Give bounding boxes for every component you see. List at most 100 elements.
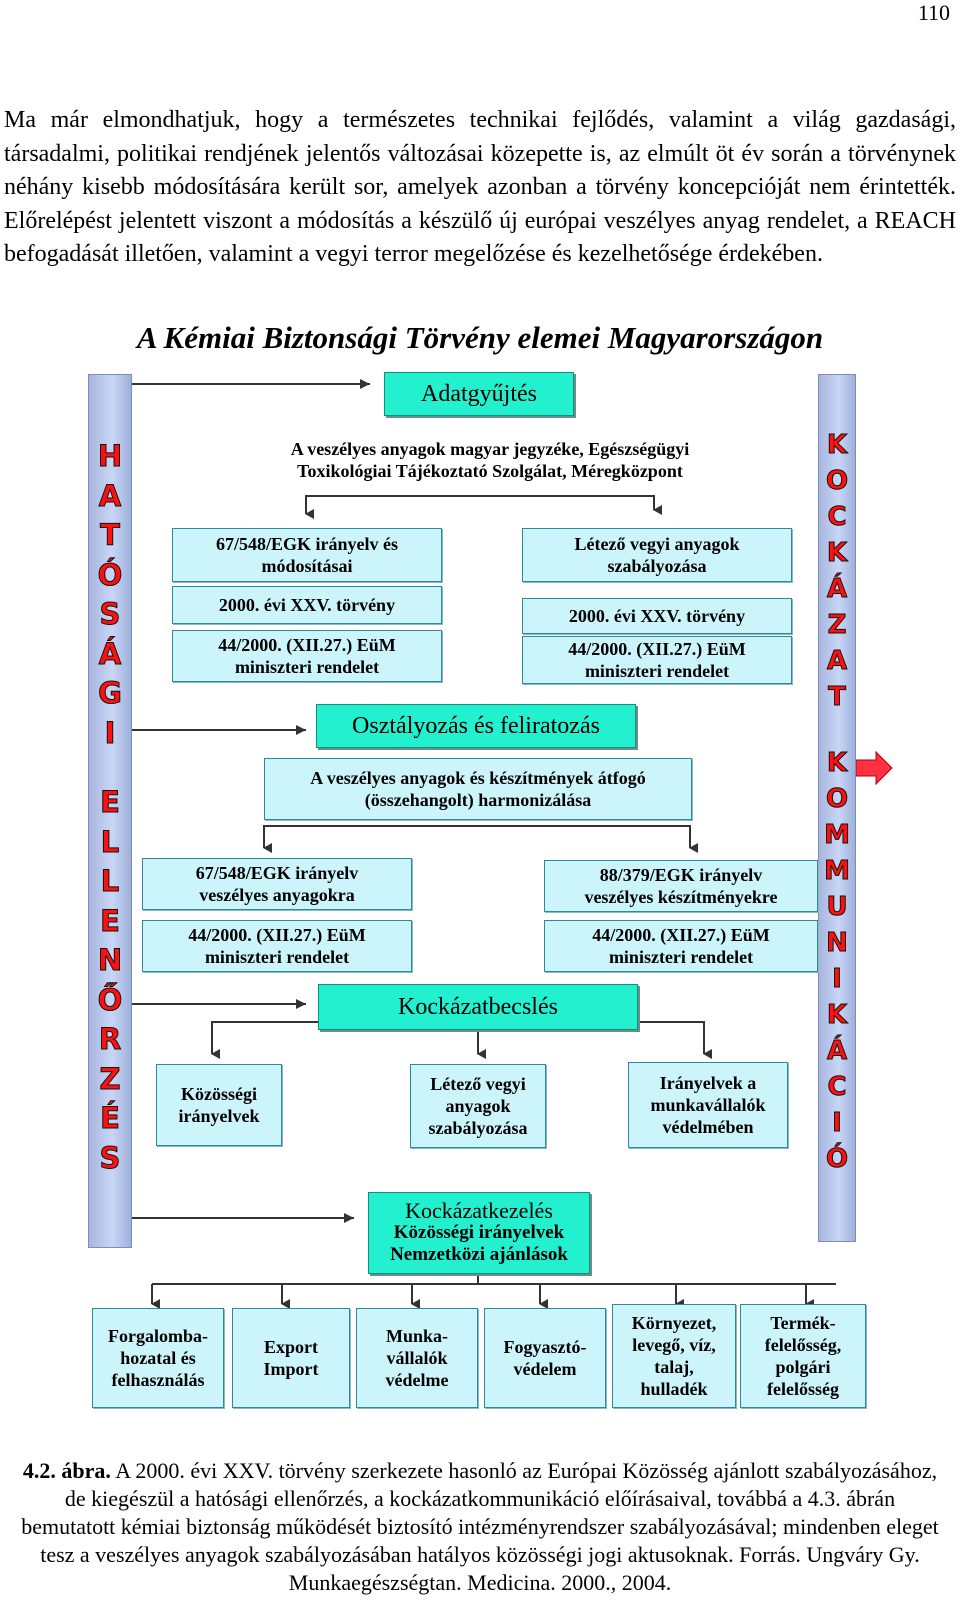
box-line: (összehangolt) harmonizálása — [364, 790, 592, 810]
diagram-title: A Kémiai Biztonsági Törvény elemei Magya… — [136, 320, 824, 355]
box-line: hulladék — [640, 1379, 708, 1399]
box-line: 44/2000. (XII.27.) EüM — [218, 635, 396, 655]
side-letter: M — [824, 856, 851, 887]
side-letter: E — [100, 785, 121, 820]
side-letter: T — [100, 518, 121, 553]
box-line: Export — [264, 1337, 318, 1357]
box-line: Fogyasztó- — [503, 1337, 587, 1357]
adat-left-decree: 44/2000. (XII.27.) EüM miniszteri rendel… — [172, 630, 442, 682]
authority-control-letters: H A T Ó S Á G I E L L E N Ő R Z É S — [89, 437, 131, 1178]
side-letter: E — [100, 903, 121, 938]
adatgyujtes-subtitle-line: A veszélyes anyagok magyar jegyzéke, Egé… — [290, 439, 690, 459]
side-letter: Á — [98, 636, 122, 671]
side-letter: L — [100, 864, 120, 899]
side-letter: H — [97, 439, 123, 474]
harmonization-box: A veszélyes anyagok és készítmények átfo… — [264, 758, 692, 820]
box-line: miniszteri rendelet — [234, 657, 380, 677]
box-line: munkavállalók — [650, 1095, 766, 1115]
box-line: szabályozása — [428, 1118, 528, 1138]
side-letter: É — [100, 1101, 121, 1136]
box-line: módosításai — [261, 556, 353, 576]
caption-label: 4.2. ábra. — [22, 1458, 111, 1483]
kockazatkezeles-line: Közösségi irányelvek — [393, 1222, 565, 1243]
kb-worker-directives: Irányelvek a munkavállalók védelmében — [628, 1062, 788, 1148]
box-line: felelősség, — [764, 1335, 842, 1355]
caption-text: A 2000. évi XXV. törvény szerkezete haso… — [21, 1458, 939, 1595]
adatgyujtes-subtitle: A veszélyes anyagok magyar jegyzéke, Egé… — [200, 434, 780, 486]
risk-communication-letters: K O C K Á Z A T K O M M U N I K Á C I Ó — [819, 427, 855, 1177]
adat-right-law: 2000. évi XXV. törvény — [522, 598, 792, 634]
box-line: veszélyes anyagokra — [199, 885, 355, 905]
oszt-right-decree: 44/2000. (XII.27.) EüM miniszteri rendel… — [544, 920, 818, 972]
box-line: miniszteri rendelet — [584, 661, 730, 681]
adat-left-law: 2000. évi XXV. törvény — [172, 586, 442, 624]
side-letter: N — [97, 943, 123, 978]
authority-control-column: H A T Ó S Á G I E L L E N Ő R Z É S — [88, 374, 132, 1248]
side-letter: K — [826, 748, 848, 779]
side-letter: Á — [826, 574, 848, 605]
side-letter: C — [827, 502, 847, 533]
kockazatkezeles-box: Kockázatkezelés Közösségi irányelvek Nem… — [368, 1192, 590, 1274]
box-line: Import — [263, 1359, 319, 1379]
box-line: Létező vegyi anyagok — [574, 534, 740, 554]
side-letter: U — [826, 892, 848, 923]
box-line: 44/2000. (XII.27.) EüM — [592, 925, 770, 945]
osztalyozas-heading: Osztályozás és feliratozás — [316, 704, 636, 748]
box-line: vállalók — [386, 1348, 448, 1368]
box-line: szabályozása — [607, 556, 707, 576]
side-letter: Z — [99, 1061, 121, 1096]
box-line: miniszteri rendelet — [204, 947, 350, 967]
box-line: felhasználás — [111, 1370, 205, 1390]
intro-text: Ma már elmondhatjuk, hogy a természetes … — [4, 107, 956, 267]
side-letter: N — [826, 928, 849, 959]
adat-left-directive: 67/548/EGK irányelv és módosításai — [172, 528, 442, 582]
figure-caption: 4.2. ábra. A 2000. évi XXV. törvény szer… — [20, 1457, 940, 1597]
side-letter: R — [98, 1022, 122, 1057]
adatgyujtes-heading: Adatgyűjtés — [384, 372, 574, 416]
side-letter: Z — [827, 610, 847, 641]
box-line: 44/2000. (XII.27.) EüM — [568, 639, 746, 659]
kockazatkezeles-heading: Kockázatkezelés — [405, 1198, 553, 1223]
oszt-left-decree: 44/2000. (XII.27.) EüM miniszteri rendel… — [142, 920, 412, 972]
box-line: levegő, víz, — [632, 1335, 716, 1355]
box-line: Irányelvek a — [659, 1073, 757, 1093]
side-letter: S — [99, 1140, 121, 1175]
box-line: polgári — [775, 1357, 831, 1377]
side-letter: O — [825, 466, 849, 497]
side-letter: Ó — [825, 1144, 849, 1175]
side-letter: I — [104, 715, 116, 750]
box-line: védelmében — [662, 1117, 754, 1137]
oszt-left-directive: 67/548/EGK irányelv veszélyes anyagokra — [142, 858, 412, 910]
box-line: védelem — [513, 1359, 577, 1379]
box-line: Környezet, — [631, 1313, 717, 1333]
box-line: Munka- — [385, 1326, 448, 1346]
bottom-box-environment: Környezet, levegő, víz, talaj, hulladék — [612, 1304, 736, 1408]
side-letter: K — [826, 430, 848, 461]
box-line: hozatal és — [120, 1348, 196, 1368]
box-line: védelme — [385, 1370, 449, 1390]
box-line: miniszteri rendelet — [608, 947, 754, 967]
box-line: Termék- — [770, 1313, 836, 1333]
side-letter: A — [826, 646, 848, 677]
box-line: felelősség — [767, 1379, 839, 1399]
side-letter: O — [825, 784, 849, 815]
adat-right-existing: Létező vegyi anyagok szabályozása — [522, 528, 792, 582]
side-letter: A — [98, 478, 122, 513]
box-line: irányelvek — [178, 1106, 260, 1126]
side-letter: L — [100, 824, 120, 859]
box-line: 67/548/EGK irányelv és — [216, 534, 398, 554]
adatgyujtes-subtitle-line: Toxikológiai Tájékoztató Szolgálat, Mére… — [297, 461, 683, 481]
side-letter: K — [826, 1000, 848, 1031]
box-line: 44/2000. (XII.27.) EüM — [188, 925, 366, 945]
kb-community-directives: Közösségi irányelvek — [156, 1064, 282, 1146]
side-letter: K — [826, 538, 848, 569]
box-line: 67/548/EGK irányelv — [195, 863, 359, 883]
side-letter: G — [98, 676, 123, 711]
risk-communication-column: K O C K Á Z A T K O M M U N I K Á C I Ó — [818, 374, 856, 1242]
side-letter: S — [99, 597, 121, 632]
kb-existing-chemicals: Létező vegyi anyagok szabályozása — [410, 1064, 546, 1148]
side-letter: Ó — [97, 557, 123, 592]
bottom-box-marketing: Forgalomba- hozatal és felhasználás — [92, 1308, 224, 1408]
side-letter: C — [827, 1072, 847, 1103]
box-line: Közösségi — [181, 1084, 257, 1104]
